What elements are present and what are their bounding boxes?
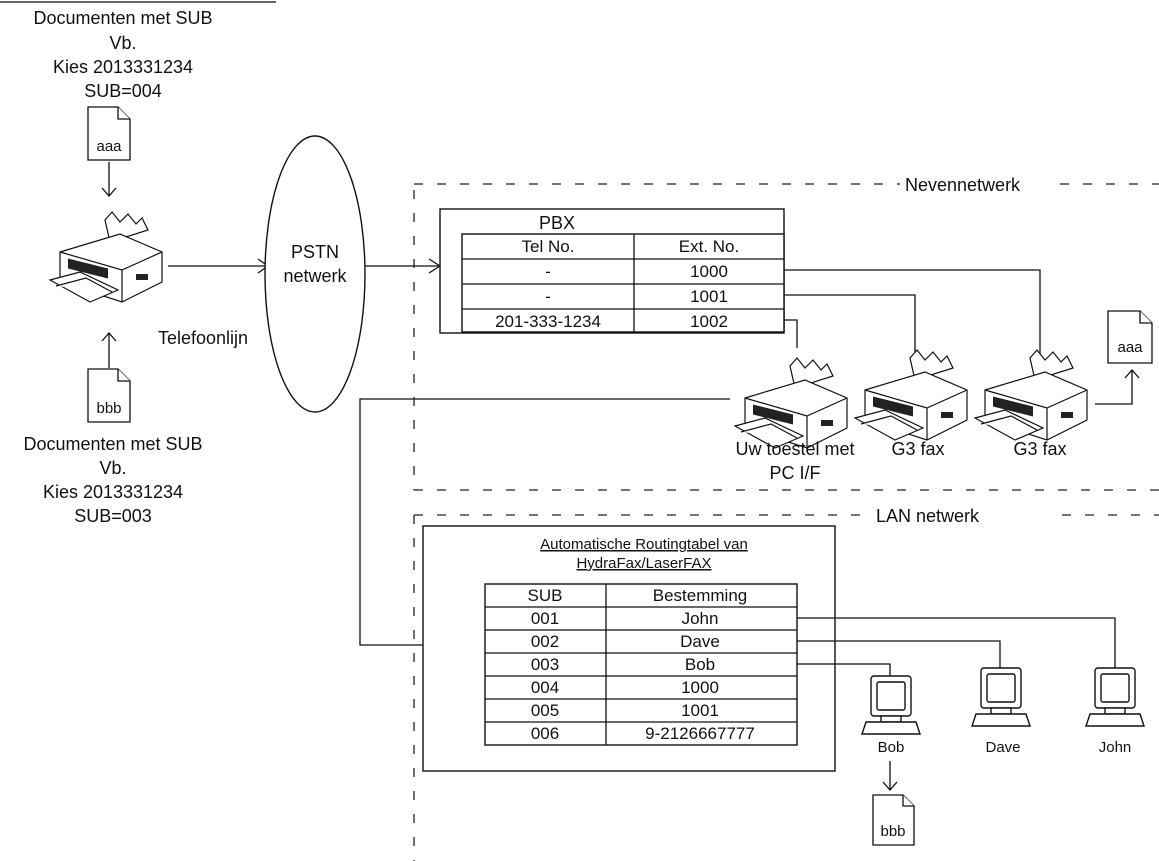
svg-text:001: 001 bbox=[531, 609, 559, 628]
svg-text:PSTN: PSTN bbox=[291, 242, 339, 262]
sender-caption-top: Documenten met SUB Vb. Kies 2013331234 S… bbox=[33, 8, 212, 101]
pstn-network: PSTN netwerk bbox=[264, 135, 366, 413]
route-john-line bbox=[797, 617, 1116, 668]
svg-text:-: - bbox=[545, 287, 551, 306]
svg-text:Documenten met SUB: Documenten met SUB bbox=[33, 8, 212, 28]
svg-text:1001: 1001 bbox=[681, 701, 719, 720]
svg-text:bbb: bbb bbox=[96, 400, 121, 417]
ext-1001-line bbox=[784, 294, 916, 352]
svg-text:netwerk: netwerk bbox=[283, 266, 347, 286]
document-icon-aaa-source: aaa bbox=[87, 106, 131, 161]
svg-text:-: - bbox=[545, 262, 551, 281]
route-bob-line bbox=[797, 663, 891, 676]
g3-fax-label-1: G3 fax bbox=[891, 439, 944, 459]
svg-text:Ext. No.: Ext. No. bbox=[679, 237, 739, 256]
svg-text:002: 002 bbox=[531, 632, 559, 651]
pc-dave-icon bbox=[971, 667, 1031, 727]
svg-text:Kies 2013331234: Kies 2013331234 bbox=[53, 57, 193, 77]
svg-text:aaa: aaa bbox=[1117, 339, 1143, 356]
lan-label: LAN netwerk bbox=[876, 506, 980, 526]
pc-if-fax-icon bbox=[734, 357, 848, 449]
svg-text:Kies 2013331234: Kies 2013331234 bbox=[43, 482, 183, 502]
svg-text:PBX: PBX bbox=[539, 213, 575, 233]
arrow-head-icon bbox=[101, 187, 117, 197]
uw-toestel-label: Uw toestel met bbox=[735, 439, 854, 459]
g3-fax-label-2: G3 fax bbox=[1013, 439, 1066, 459]
ext-1000-line bbox=[784, 269, 1041, 360]
svg-text:Documenten met SUB: Documenten met SUB bbox=[23, 434, 202, 454]
svg-text:1002: 1002 bbox=[690, 312, 728, 331]
svg-text:HydraFax/LaserFAX: HydraFax/LaserFAX bbox=[576, 555, 711, 572]
svg-text:1001: 1001 bbox=[690, 287, 728, 306]
svg-text:004: 004 bbox=[531, 678, 559, 697]
sender-fax-icon bbox=[49, 211, 163, 303]
pc-john-icon bbox=[1085, 667, 1145, 727]
svg-text:Vb.: Vb. bbox=[109, 33, 136, 53]
pc-john-label: John bbox=[1099, 739, 1132, 756]
ext-1002-line bbox=[784, 319, 798, 348]
svg-text:John: John bbox=[682, 609, 719, 628]
g3-fax-icon bbox=[974, 349, 1088, 441]
svg-text:9-2126667777: 9-2126667777 bbox=[645, 724, 755, 743]
svg-text:201-333-1234: 201-333-1234 bbox=[495, 312, 601, 331]
svg-text:bbb: bbb bbox=[880, 823, 905, 840]
telefoonlijn-label: Telefoonlijn bbox=[158, 328, 248, 348]
svg-text:Automatische Routingtabel van: Automatische Routingtabel van bbox=[540, 536, 748, 553]
svg-text:Bestemming: Bestemming bbox=[653, 586, 747, 605]
svg-text:005: 005 bbox=[531, 701, 559, 720]
pbx-table: PBX Tel No. Ext. No. - 1000 - 1001 201-3… bbox=[439, 208, 785, 334]
svg-text:Vb.: Vb. bbox=[99, 458, 126, 478]
svg-text:003: 003 bbox=[531, 655, 559, 674]
svg-text:SUB=003: SUB=003 bbox=[74, 506, 152, 526]
pc-dave-label: Dave bbox=[985, 739, 1020, 756]
sender-caption-bottom: Documenten met SUB Vb. Kies 2013331234 S… bbox=[23, 434, 202, 526]
svg-text:1000: 1000 bbox=[681, 678, 719, 697]
svg-text:aaa: aaa bbox=[96, 138, 122, 155]
pc-bob-icon bbox=[861, 675, 921, 735]
svg-text:SUB=004: SUB=004 bbox=[84, 81, 162, 101]
document-icon-bbb-received: bbb bbox=[872, 794, 915, 846]
svg-text:Dave: Dave bbox=[680, 632, 720, 651]
routing-table: Automatische Routingtabel van HydraFax/L… bbox=[422, 525, 836, 772]
uw-toestel-label-2: PC I/F bbox=[769, 463, 820, 483]
route-dave-line bbox=[797, 640, 1001, 668]
g3-fax-icon bbox=[854, 349, 968, 441]
pc-bob-label: Bob bbox=[878, 739, 905, 756]
nevennetwerk-label: Nevennetwerk bbox=[905, 175, 1021, 195]
svg-text:Bob: Bob bbox=[685, 655, 715, 674]
document-icon-bbb-source: bbb bbox=[87, 368, 131, 423]
svg-text:SUB: SUB bbox=[528, 586, 563, 605]
svg-text:Tel No.: Tel No. bbox=[522, 237, 575, 256]
svg-text:1000: 1000 bbox=[690, 262, 728, 281]
svg-text:006: 006 bbox=[531, 724, 559, 743]
output-line bbox=[1095, 370, 1133, 405]
arrow-head-icon bbox=[101, 332, 117, 342]
document-icon-aaa-received: aaa bbox=[1107, 310, 1153, 364]
